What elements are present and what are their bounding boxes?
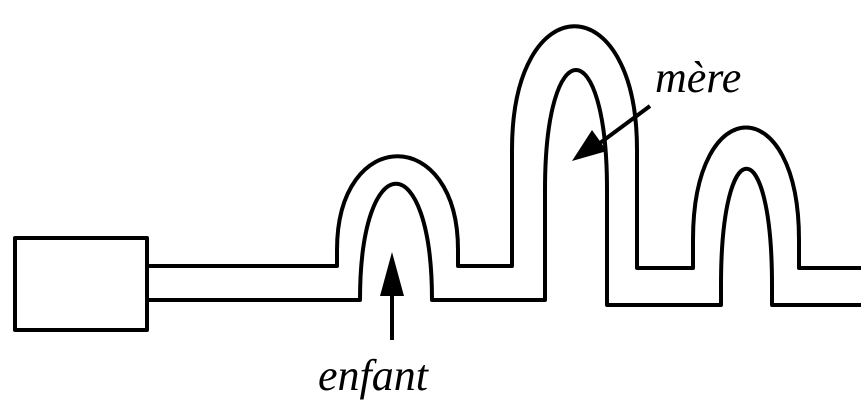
channel-outer-wall [145,24,861,270]
mother-arrow-head [572,130,607,161]
child-arrow-head [380,252,404,296]
source-box [13,236,149,332]
child-label: enfant [318,351,430,400]
mother-arrow-shaft [598,104,652,145]
mother-arrow [572,104,652,161]
child-arrow [380,252,404,340]
mother-label: mère [655,53,741,102]
channel-inner-wall [145,68,861,307]
